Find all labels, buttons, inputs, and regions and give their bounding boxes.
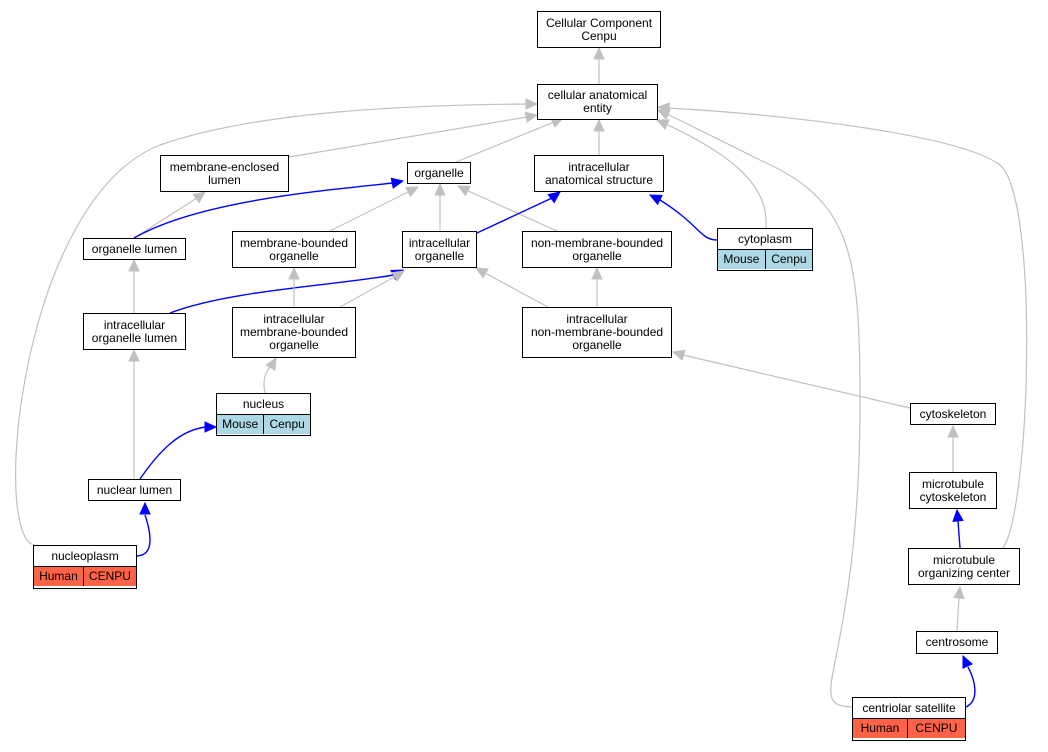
graph-edges (15, 46, 1028, 708)
edge-iol-to-io (169, 274, 394, 314)
gene-cenpu-tag: CENPU (82, 567, 137, 586)
node-nucleoplasm-title: nucleoplasm (34, 546, 136, 567)
edge-cs-to-centrosome (965, 666, 976, 708)
node-membrane-bounded-organelle[interactable]: membrane-bounded organelle (232, 231, 356, 268)
edge-imbo-to-io (339, 275, 397, 308)
edge-mel-to-cae-arrowhead (524, 111, 539, 123)
edge-cytoplasm-to-ias (659, 199, 718, 241)
node-centriolar-satellite[interactable]: centriolar satellite Human CENPU (852, 697, 966, 741)
edge-organelle-to-cae (455, 121, 555, 163)
node-cellular-component-cenpu[interactable]: Cellular Component Cenpu (537, 11, 661, 48)
edge-nucleoplasm-to-cae-arrowhead (525, 98, 539, 110)
node-cellular-anatomical-entity[interactable]: cellular anatomical entity (537, 84, 658, 120)
node-intracellular-anatomical-structure[interactable]: intracellular anatomical structure (534, 155, 664, 192)
node-nucleus-title: nucleus (217, 394, 310, 415)
edge-nucleoplasm-to-nl (136, 514, 151, 557)
edge-ol-to-organelle (133, 182, 394, 239)
node-microtubule-cytoskeleton[interactable]: microtubule cytoskeleton (909, 472, 997, 509)
edge-nl-to-nucleus (139, 426, 207, 480)
edge-io-to-ias (476, 197, 553, 234)
edge-iol-to-ol-arrowhead (128, 258, 140, 272)
node-intracellular-organelle[interactable]: intracellular organelle (402, 231, 477, 268)
edge-cs-to-centrosome-arrowhead (962, 654, 974, 669)
node-organelle-lumen[interactable]: organelle lumen (83, 238, 186, 260)
node-intracellular-organelle-lumen[interactable]: intracellular organelle lumen (83, 313, 186, 350)
edge-nucleus-to-imbo-arrowhead (265, 356, 277, 371)
edge-cytoskeleton-to-inmbo (682, 354, 911, 409)
edge-ol-to-mel (133, 197, 198, 239)
node-nucleus[interactable]: nucleus Mouse Cenpu (216, 393, 311, 436)
node-intracellular-non-membrane-bounded-organelle[interactable]: intracellular non-membrane-bounded organ… (522, 307, 672, 358)
gene-cenpu-tag: Cenpu (263, 415, 310, 434)
edge-nmbo-to-organelle (465, 189, 558, 232)
edge-ol-to-organelle-arrowhead (390, 177, 405, 189)
edge-ol-to-mel-arrowhead (192, 191, 206, 204)
node-centrosome[interactable]: centrosome (916, 631, 998, 654)
edge-mel-to-cae (288, 116, 528, 158)
edge-io-to-organelle-arrowhead (434, 182, 446, 196)
edge-nucleus-to-imbo (263, 364, 273, 394)
node-microtubule-organizing-center[interactable]: microtubule organizing center (908, 548, 1020, 585)
edge-mtoc-to-cae (667, 107, 1028, 549)
node-nucleoplasm[interactable]: nucleoplasm Human CENPU (33, 545, 137, 589)
edge-nmbo-to-organelle-arrowhead (456, 185, 471, 197)
edge-centriolar-satellite-to-cae (666, 113, 861, 708)
edge-cae-to-root-arrowhead (593, 46, 605, 60)
species-mouse-tag: Mouse (217, 415, 264, 434)
edge-cytoplasm-to-cae (665, 123, 767, 229)
species-human-tag: Human (853, 719, 907, 738)
edge-nucleoplasm-to-nl-arrowhead (139, 501, 151, 515)
edge-imbo-to-io-arrowhead (391, 270, 406, 282)
edge-imbo-to-mbo-arrowhead (288, 266, 300, 280)
node-cytoplasm-title: cytoplasm (718, 229, 812, 250)
node-nuclear-lumen[interactable]: nuclear lumen (88, 479, 181, 501)
edge-mbo-to-organelle (329, 190, 411, 232)
species-mouse-tag: Mouse (718, 250, 765, 269)
edge-nucleoplasm-to-cae (15, 103, 528, 546)
edge-cytoskeleton-to-inmbo-arrowhead (671, 349, 686, 361)
edge-cytoplasm-to-cae-arrowhead (655, 119, 670, 130)
edge-io-to-ias-arrowhead (547, 191, 561, 204)
edge-ias-to-cae-arrowhead (593, 118, 605, 132)
gene-cenpu-tag: Cenpu (764, 250, 812, 269)
edge-nl-to-nucleus-arrowhead (204, 421, 218, 433)
edge-nl-to-iol-arrowhead (128, 348, 140, 362)
edge-inmbo-to-nmbo-arrowhead (591, 266, 603, 280)
edge-inmbo-to-io (484, 272, 549, 308)
edge-mbo-to-organelle-arrowhead (405, 186, 420, 198)
node-centriolar-satellite-title: centriolar satellite (853, 698, 965, 719)
edge-mtoc-to-cae-arrowhead (656, 102, 671, 114)
edge-mtc-to-cytoskeleton-arrowhead (947, 424, 959, 438)
edge-centrosome-to-mtoc (956, 597, 960, 632)
gene-cenpu-tag: CENPU (906, 719, 966, 738)
edge-centrosome-to-mtoc-arrowhead (953, 585, 965, 599)
species-human-tag: Human (34, 567, 83, 586)
edge-inmbo-to-io-arrowhead (474, 267, 489, 279)
node-cytoplasm[interactable]: cytoplasm Mouse Cenpu (717, 228, 813, 271)
node-non-membrane-bounded-organelle[interactable]: non-membrane-bounded organelle (522, 231, 672, 268)
edge-mtoc-to-mtc (957, 520, 961, 549)
node-cytoskeleton[interactable]: cytoskeleton (910, 403, 996, 425)
node-organelle[interactable]: organelle (407, 162, 471, 184)
edge-cytoplasm-to-ias-arrowhead (648, 194, 663, 206)
node-membrane-enclosed-lumen[interactable]: membrane-enclosed lumen (160, 155, 289, 192)
node-intracellular-membrane-bounded-organelle[interactable]: intracellular membrane-bounded organelle (232, 307, 356, 358)
edge-mtoc-to-mtc-arrowhead (952, 508, 964, 522)
